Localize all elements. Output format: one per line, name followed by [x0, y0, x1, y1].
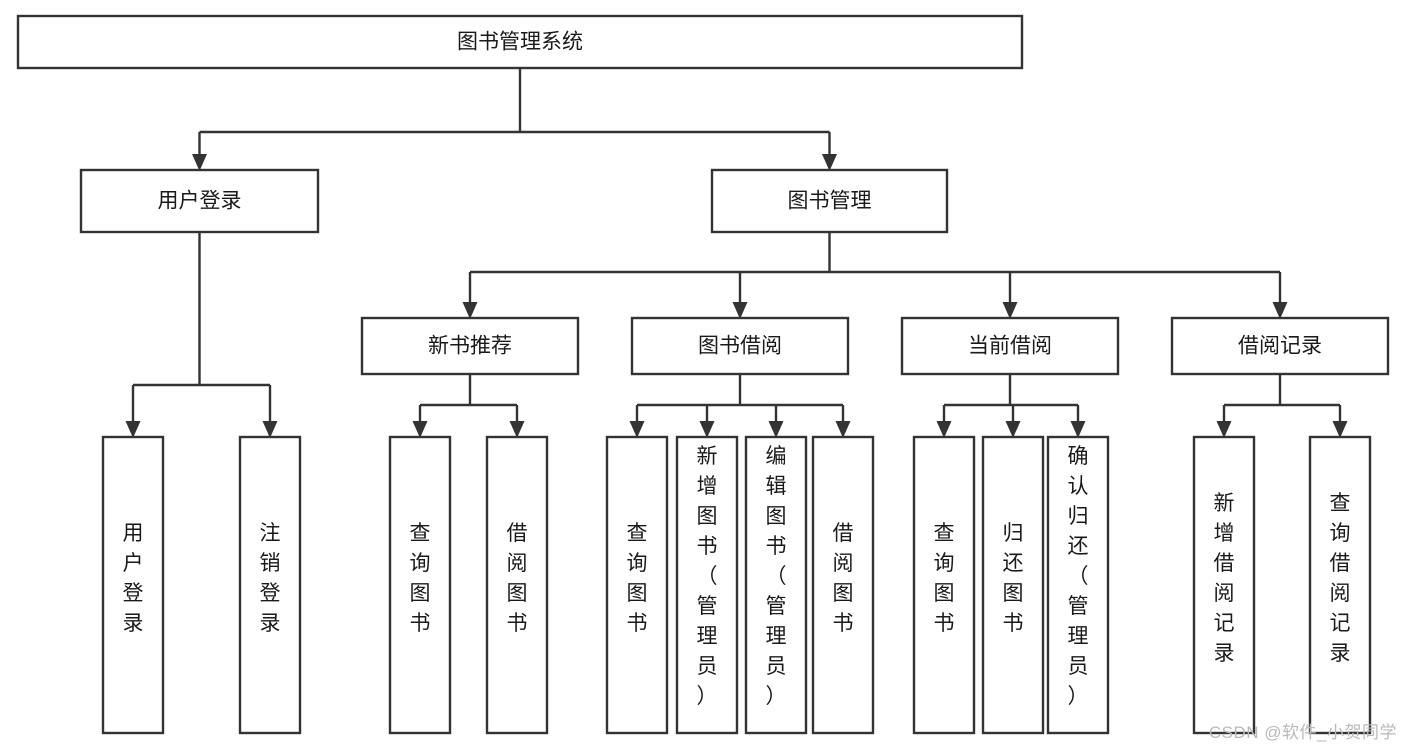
node-leaf-query-book-3[interactable]: 查询图书 — [912, 435, 976, 735]
node-layer: 图书管理系统用户登录图书管理新书推荐图书借阅当前借阅借阅记录用户登录注销登录查询… — [16, 14, 1390, 735]
node-label-root: 图书管理系统 — [457, 31, 583, 54]
node-current-borrow[interactable]: 当前借阅 — [900, 316, 1120, 376]
node-user-login[interactable]: 用户登录 — [79, 168, 320, 234]
node-box-current-borrow — [900, 316, 1120, 376]
node-box-leaf-return-book — [981, 435, 1045, 735]
edge-group-user-login — [125, 232, 278, 438]
node-box-new-book-recommend — [360, 316, 580, 376]
node-box-leaf-confirm-return-admin — [1046, 435, 1110, 735]
node-leaf-edit-book-admin[interactable]: 编辑图书（管理员） — [744, 435, 808, 735]
node-leaf-query-book-1[interactable]: 查询图书 — [388, 435, 452, 735]
node-label-leaf-add-borrow-record: 新增借阅记录 — [1214, 492, 1235, 665]
node-box-user-login — [79, 168, 320, 234]
node-label-book-borrow: 图书借阅 — [698, 335, 782, 358]
node-box-leaf-borrow-book-2 — [811, 435, 875, 735]
node-box-root — [16, 14, 1024, 70]
node-leaf-user-login[interactable]: 用户登录 — [101, 435, 165, 735]
node-box-book-borrow — [630, 316, 850, 376]
node-label-borrow-record: 借阅记录 — [1238, 335, 1322, 358]
node-leaf-add-book-admin[interactable]: 新增图书（管理员） — [675, 435, 739, 735]
node-box-book-manage — [710, 168, 949, 234]
node-label-new-book-recommend: 新书推荐 — [428, 335, 512, 358]
node-box-leaf-query-borrow-record — [1308, 435, 1372, 735]
node-box-leaf-borrow-book-1 — [485, 435, 549, 735]
edge-layer — [125, 68, 1348, 438]
edge-group-book-borrow — [629, 374, 851, 438]
node-label-leaf-query-book-1: 查询图书 — [410, 522, 431, 635]
node-label-current-borrow: 当前借阅 — [968, 335, 1052, 358]
node-label-book-manage: 图书管理 — [788, 190, 872, 213]
node-label-leaf-user-login: 用户登录 — [123, 522, 144, 635]
node-leaf-borrow-book-2[interactable]: 借阅图书 — [811, 435, 875, 735]
node-leaf-confirm-return-admin[interactable]: 确认归还（管理员） — [1046, 435, 1110, 735]
node-leaf-return-book[interactable]: 归还图书 — [981, 435, 1045, 735]
node-label-leaf-return-book: 归还图书 — [1003, 522, 1024, 635]
node-box-leaf-query-book-2 — [605, 435, 669, 735]
edge-group-borrow-record — [1216, 374, 1348, 438]
node-leaf-query-borrow-record[interactable]: 查询借阅记录 — [1308, 435, 1372, 735]
edge-group-book-manage — [462, 232, 1288, 319]
node-label-user-login: 用户登录 — [158, 190, 242, 213]
node-label-leaf-borrow-book-2: 借阅图书 — [833, 522, 854, 635]
node-root[interactable]: 图书管理系统 — [16, 14, 1024, 70]
edge-group-current-borrow — [936, 374, 1086, 438]
edge-group-root — [192, 68, 837, 171]
node-label-leaf-query-borrow-record: 查询借阅记录 — [1330, 492, 1351, 665]
node-label-leaf-edit-book-admin: 编辑图书（管理员） — [766, 445, 787, 708]
node-leaf-add-borrow-record[interactable]: 新增借阅记录 — [1192, 435, 1256, 735]
node-box-leaf-query-book-3 — [912, 435, 976, 735]
node-box-leaf-user-login — [101, 435, 165, 735]
edge-group-new-book-recommend — [412, 374, 525, 438]
node-leaf-logout-login[interactable]: 注销登录 — [238, 435, 302, 735]
node-leaf-query-book-2[interactable]: 查询图书 — [605, 435, 669, 735]
node-box-leaf-edit-book-admin — [744, 435, 808, 735]
node-new-book-recommend[interactable]: 新书推荐 — [360, 316, 580, 376]
node-leaf-borrow-book-1[interactable]: 借阅图书 — [485, 435, 549, 735]
node-label-leaf-confirm-return-admin: 确认归还（管理员） — [1068, 445, 1089, 708]
node-box-leaf-add-book-admin — [675, 435, 739, 735]
node-box-borrow-record — [1170, 316, 1390, 376]
node-box-leaf-query-book-1 — [388, 435, 452, 735]
node-label-leaf-query-book-2: 查询图书 — [627, 522, 648, 635]
node-box-leaf-add-borrow-record — [1192, 435, 1256, 735]
node-borrow-record[interactable]: 借阅记录 — [1170, 316, 1390, 376]
node-label-leaf-query-book-3: 查询图书 — [934, 522, 955, 635]
node-book-borrow[interactable]: 图书借阅 — [630, 316, 850, 376]
node-box-leaf-logout-login — [238, 435, 302, 735]
node-label-leaf-borrow-book-1: 借阅图书 — [507, 522, 528, 635]
node-label-leaf-logout-login: 注销登录 — [260, 522, 281, 635]
node-book-manage[interactable]: 图书管理 — [710, 168, 949, 234]
node-label-leaf-add-book-admin: 新增图书（管理员） — [697, 445, 718, 708]
